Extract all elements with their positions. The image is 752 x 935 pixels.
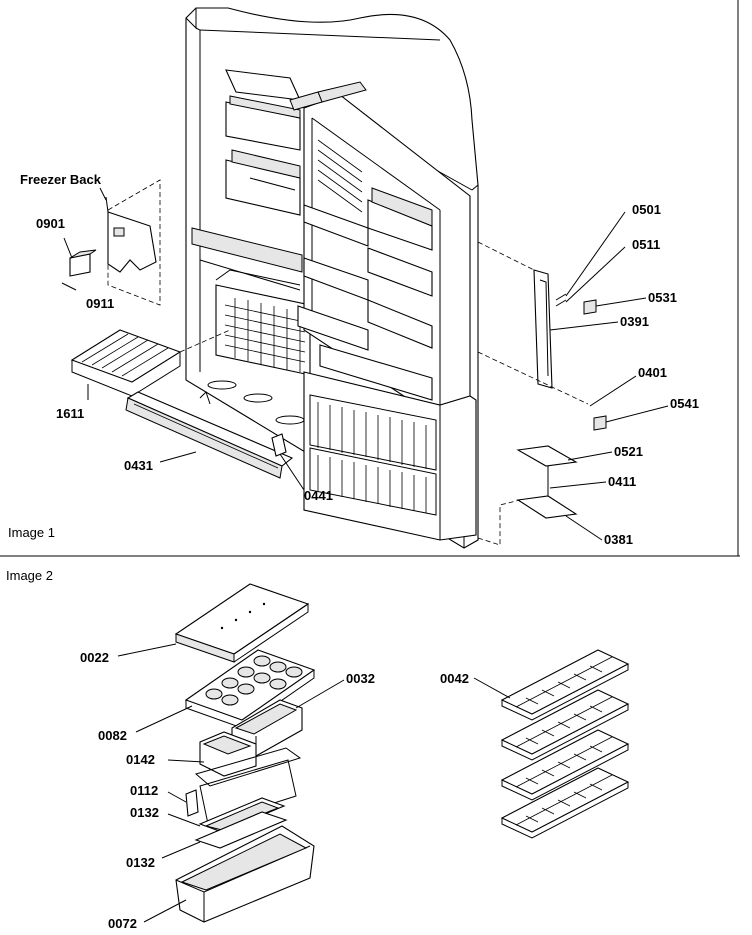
part-0112-bracket: [185, 789, 199, 817]
part-0501-screw: [555, 293, 567, 307]
ice-tray-4: [500, 767, 630, 839]
part-0541-cap: [593, 415, 607, 431]
image2-leader-lines: [117, 643, 511, 923]
label-0142: 0142: [126, 752, 155, 767]
label-0901: 0901: [36, 216, 65, 231]
part-0072-crisper: [175, 825, 315, 923]
label-0441: 0441: [304, 488, 333, 503]
label-0501: 0501: [632, 202, 661, 217]
label-0132-upper: 0132: [130, 805, 159, 820]
part-0142-dairy-bin: [199, 731, 257, 777]
part-1611-wire-shelf: [70, 329, 231, 397]
label-0401: 0401: [638, 365, 667, 380]
part-0132-tray-lower: [194, 811, 288, 849]
ice-tray-1: [500, 649, 630, 721]
label-0132-lower: 0132: [126, 855, 155, 870]
image2-label: Image 2: [6, 568, 53, 583]
label-0541: 0541: [670, 396, 699, 411]
refrigerator-door: [289, 81, 471, 421]
part-0381-plate: [516, 466, 578, 519]
label-freezer-back: Freezer Back: [20, 172, 102, 187]
label-0042: 0042: [440, 671, 469, 686]
label-0082: 0082: [98, 728, 127, 743]
ice-tray-2: [500, 689, 630, 761]
image1-leader-lines: [87, 187, 669, 541]
hinge-guide-line: [477, 499, 521, 546]
label-0381: 0381: [604, 532, 633, 547]
label-0431: 0431: [124, 458, 153, 473]
freezer-drawer-door: [303, 371, 477, 541]
part-0082-egg-tray: [184, 649, 316, 729]
part-0521-plate: [516, 445, 578, 467]
freezer-back-panel: [105, 179, 161, 306]
part-0022-lid: [174, 583, 310, 663]
part-0901-sensor: [61, 237, 97, 291]
image2-panel: Image 2: [6, 568, 630, 931]
part-0132-tray-upper: [198, 797, 286, 833]
label-0032: 0032: [346, 671, 375, 686]
image1-panel: Freezer Back 0901 0911 1611 0431 0441 05…: [8, 7, 699, 549]
label-0411: 0411: [608, 474, 636, 489]
part-0431-toe-grille: [125, 391, 294, 479]
label-0022: 0022: [80, 650, 109, 665]
label-1611: 1611: [56, 406, 84, 421]
part-0441-bracket: [271, 433, 287, 457]
ice-tray-3: [500, 729, 630, 801]
label-0112: 0112: [130, 783, 158, 798]
label-0911: 0911: [86, 296, 114, 311]
label-0511: 0511: [632, 237, 660, 252]
label-0391: 0391: [620, 314, 649, 329]
label-0072: 0072: [108, 916, 137, 931]
image1-label: Image 1: [8, 525, 55, 540]
part-0042-ice-trays: [500, 649, 630, 839]
label-0521: 0521: [614, 444, 643, 459]
part-0531-cap: [583, 299, 597, 315]
freezer-basket-grid: [224, 298, 306, 372]
part-0391-hinge: [477, 241, 589, 405]
part-frame-assembly: [194, 747, 302, 825]
label-0531: 0531: [648, 290, 677, 305]
